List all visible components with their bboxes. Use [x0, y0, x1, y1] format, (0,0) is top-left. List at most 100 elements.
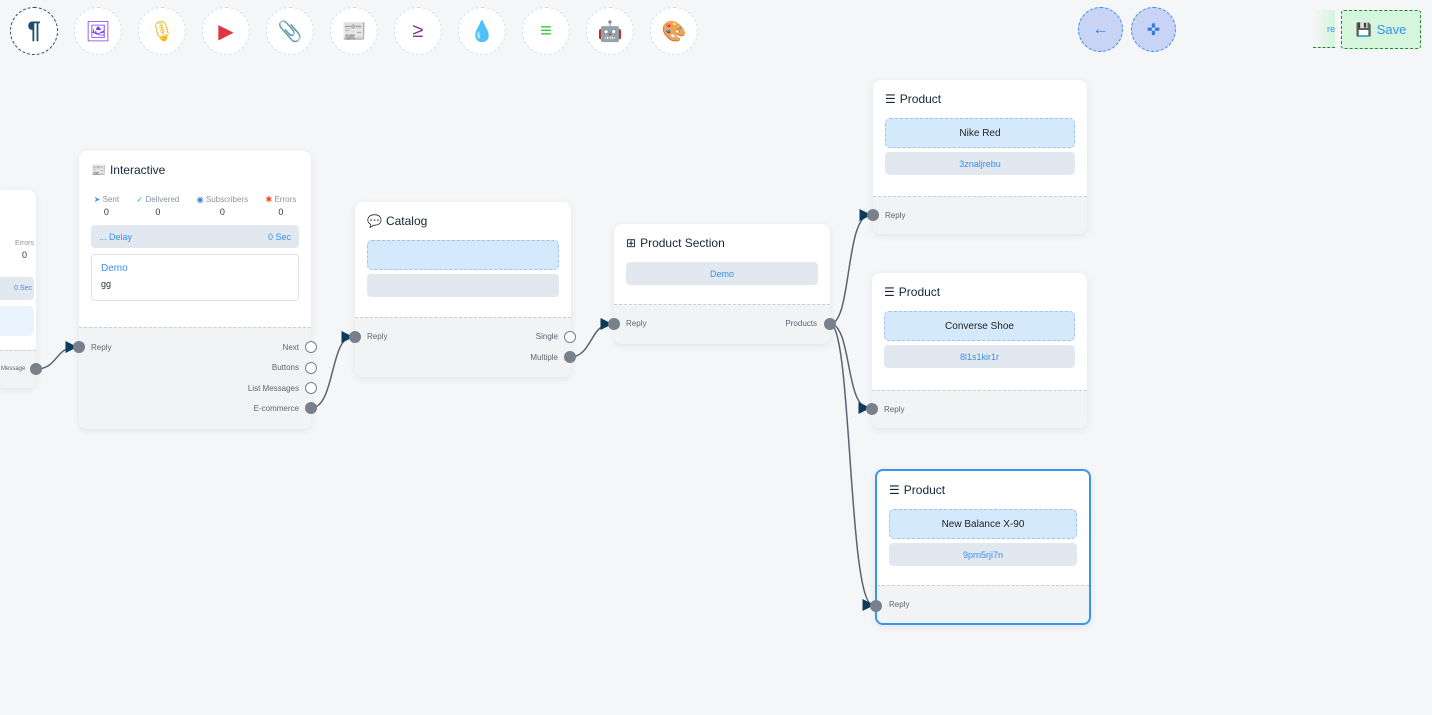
subscribers-icon: ◉	[196, 195, 204, 204]
stat-value: 0	[155, 207, 161, 217]
tool-greater-equal-button[interactable]: ≥	[394, 7, 442, 55]
edge	[829, 323, 871, 414]
tool-paragraph-button[interactable]: ¶	[10, 7, 58, 55]
delay-value: 0 Sec	[267, 231, 291, 242]
output-handle-next[interactable]	[305, 341, 317, 353]
output-handle-list-messages[interactable]	[305, 382, 317, 394]
tool-microphone-button[interactable]: 🎙	[138, 7, 186, 55]
paperclip-icon: 📎	[277, 20, 303, 43]
comment-icon: 💬	[367, 214, 382, 228]
table-icon: ⊞	[626, 236, 637, 250]
node-title: Product	[899, 92, 942, 106]
newspaper-icon: 📰	[341, 20, 367, 43]
catalog-item[interactable]	[367, 240, 559, 270]
partial-button-label: re	[1326, 23, 1335, 34]
tool-youtube-button[interactable]: ▶	[202, 7, 250, 55]
stat-value: 0	[278, 207, 284, 217]
robot-icon: 🤖	[597, 20, 623, 43]
input-handle[interactable]	[866, 403, 878, 415]
palette-icon: 🎨	[661, 20, 687, 43]
stat-label: Errors	[274, 195, 297, 204]
input-label: Reply	[367, 332, 388, 341]
output-handle-single[interactable]	[564, 331, 576, 343]
tool-newspaper-button[interactable]: 📰	[330, 7, 378, 55]
delay-value: 0 Sec	[14, 285, 32, 292]
tool-image-button[interactable]: 🖼	[74, 7, 122, 55]
product-node[interactable]: ☰Product New Balance X-90 9prn5rji7n Rep…	[875, 469, 1091, 625]
fit-view-button[interactable]: ✜	[1131, 7, 1176, 52]
back-button[interactable]: ←	[1078, 7, 1123, 52]
output-handle-ecommerce[interactable]	[305, 402, 317, 414]
input-handle[interactable]	[73, 341, 85, 353]
save-label: Save	[1376, 22, 1407, 37]
output-handle[interactable]	[30, 363, 42, 375]
edge	[35, 341, 78, 370]
node-footer: Reply	[872, 390, 1087, 428]
input-handle[interactable]	[870, 600, 882, 612]
input-handle[interactable]	[349, 331, 361, 343]
catalog-id	[367, 274, 559, 297]
product-node[interactable]: ☰Product Nike Red 3znaljrebu Reply	[873, 80, 1087, 234]
input-handle[interactable]	[608, 318, 620, 330]
node-title: Product Section	[640, 236, 725, 250]
product-section-node[interactable]: ⊞Product Section Demo Reply Products	[614, 224, 830, 344]
product-id: 3znaljrebu	[885, 152, 1075, 175]
output-label-list-messages: List Messages	[247, 384, 299, 393]
section-item[interactable]: Demo	[626, 262, 818, 285]
save-button[interactable]: 💾Save	[1341, 10, 1421, 49]
delay-row[interactable]: 0 Sec	[0, 277, 34, 300]
stat-value: 0	[21, 250, 27, 260]
node-title: Product	[903, 483, 946, 497]
output-handle-products[interactable]	[824, 318, 836, 330]
message-box	[0, 306, 34, 336]
output-label-multiple: Multiple	[530, 353, 558, 362]
node-footer: Reply Next Buttons List Messages E-comme…	[79, 327, 311, 429]
output-label-ecommerce: E-commerce	[253, 404, 299, 413]
product-name[interactable]: Nike Red	[885, 118, 1075, 148]
input-label: Reply	[885, 211, 906, 220]
tool-palette-button[interactable]: 🎨	[650, 7, 698, 55]
product-node[interactable]: ☰Product Converse Shoe 8l1s1kir1r Reply	[872, 273, 1087, 428]
node-title: Product	[898, 285, 941, 299]
output-handle-buttons[interactable]	[305, 362, 317, 374]
output-handle-multiple[interactable]	[564, 351, 576, 363]
bars-icon: ☰	[889, 483, 900, 497]
bars-icon: ☰	[884, 285, 895, 299]
arrow-left-icon: ←	[1092, 20, 1109, 38]
tool-droplet-button[interactable]: 💧	[458, 7, 506, 55]
partial-button[interactable]: re	[1313, 10, 1335, 48]
delivered-icon: ✓	[136, 195, 144, 204]
input-handle[interactable]	[867, 209, 879, 221]
message-body: gg	[101, 279, 112, 289]
tool-robot-button[interactable]: 🤖	[586, 7, 634, 55]
input-label: Reply	[626, 319, 647, 328]
tool-paperclip-button[interactable]: 📎	[266, 7, 314, 55]
output-label-products: Products	[785, 319, 817, 328]
edge	[310, 331, 354, 409]
product-id: 8l1s1kir1r	[884, 345, 1075, 368]
product-name[interactable]: Converse Shoe	[884, 311, 1075, 341]
youtube-icon: ▶	[218, 20, 234, 43]
output-label-single: Single	[535, 332, 558, 341]
stack-overflow-icon: ≡	[540, 19, 552, 42]
product-name[interactable]: New Balance X-90	[889, 509, 1077, 539]
node-footer: Reply Products	[614, 304, 830, 344]
compress-icon: ✜	[1146, 21, 1161, 39]
input-label: Reply	[91, 343, 112, 352]
node-footer: Reply	[873, 196, 1087, 234]
bars-icon: ☰	[885, 92, 896, 106]
handle-label: Message	[1, 366, 26, 372]
tool-stack-overflow-button[interactable]: ≡	[522, 7, 570, 55]
catalog-node[interactable]: 💬Catalog Reply Single Multiple	[355, 202, 571, 377]
microphone-icon: 🎙	[149, 20, 175, 43]
output-label-buttons: Buttons	[271, 363, 299, 372]
